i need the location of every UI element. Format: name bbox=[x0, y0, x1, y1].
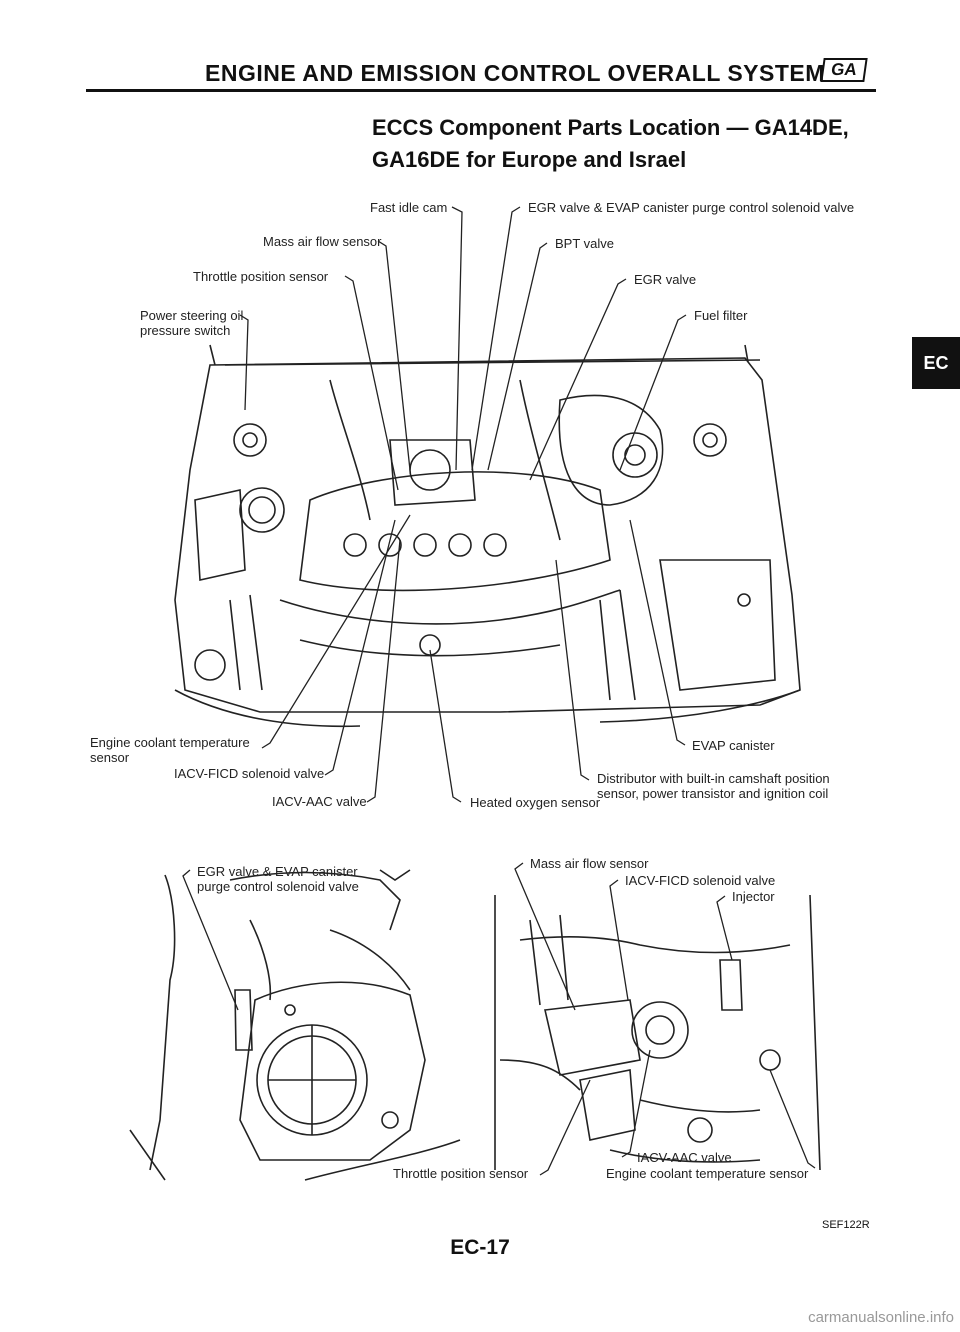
detail-left-throttle-body-drawing bbox=[129, 869, 461, 1181]
page-number: EC-17 bbox=[450, 1236, 510, 1259]
detail-left-leader-lines bbox=[182, 869, 239, 1011]
detail-right-intake-drawing bbox=[494, 894, 821, 1171]
label-evap-canister: EVAP canister bbox=[692, 738, 775, 753]
label-detail-egr-evap-valve: EGR valve & EVAP canister purge control … bbox=[197, 864, 359, 894]
label-heated-oxygen-sensor: Heated oxygen sensor bbox=[470, 795, 601, 810]
label-detail-mass-air-flow-sensor: Mass air flow sensor bbox=[530, 856, 649, 871]
label-egr-valve: EGR valve bbox=[634, 272, 697, 287]
header-rule bbox=[86, 89, 876, 92]
main-engine-bay-drawing bbox=[174, 344, 801, 728]
page-subtitle: ECCS Component Parts Location — GA14DE, … bbox=[372, 115, 849, 172]
detail-right-leader-lines bbox=[514, 862, 816, 1176]
label-egr-evap-valve: EGR valve & EVAP canister purge control … bbox=[528, 200, 855, 215]
label-iacv-ficd-solenoid-valve: IACV-FICD solenoid valve bbox=[174, 766, 325, 781]
main-diagram-leader-lines bbox=[239, 206, 687, 803]
label-engine-coolant-temperature-sensor: Engine coolant temperature sensor bbox=[90, 735, 250, 765]
label-mass-air-flow-sensor: Mass air flow sensor bbox=[263, 234, 382, 249]
site-watermark: carmanualsonline.info bbox=[808, 1309, 954, 1326]
label-power-steering-oil-switch: Power steering oil pressure switch bbox=[140, 308, 244, 338]
label-detail-iacv-aac-valve: IACV-AAC valve bbox=[637, 1150, 732, 1165]
label-detail-throttle-position-sensor: Throttle position sensor bbox=[393, 1166, 529, 1181]
label-throttle-position-sensor: Throttle position sensor bbox=[193, 269, 329, 284]
label-fast-idle-cam: Fast idle cam bbox=[370, 200, 448, 215]
label-fuel-filter: Fuel filter bbox=[694, 308, 748, 323]
label-bpt-valve: BPT valve bbox=[555, 236, 615, 251]
label-iacv-aac-valve: IACV-AAC valve bbox=[272, 794, 367, 809]
label-detail-iacv-ficd-solenoid-valve: IACV-FICD solenoid valve bbox=[625, 873, 776, 888]
label-distributor: Distributor with built-in camshaft posit… bbox=[597, 771, 830, 801]
section-side-tab: EC bbox=[912, 337, 960, 389]
page-header-title: ENGINE AND EMISSION CONTROL OVERALL SYST… bbox=[205, 60, 825, 86]
figure-reference-code: SEF122R bbox=[822, 1219, 870, 1231]
label-detail-injector: Injector bbox=[732, 889, 775, 904]
label-detail-engine-coolant-temperature-sensor: Engine coolant temperature sensor bbox=[606, 1166, 809, 1181]
